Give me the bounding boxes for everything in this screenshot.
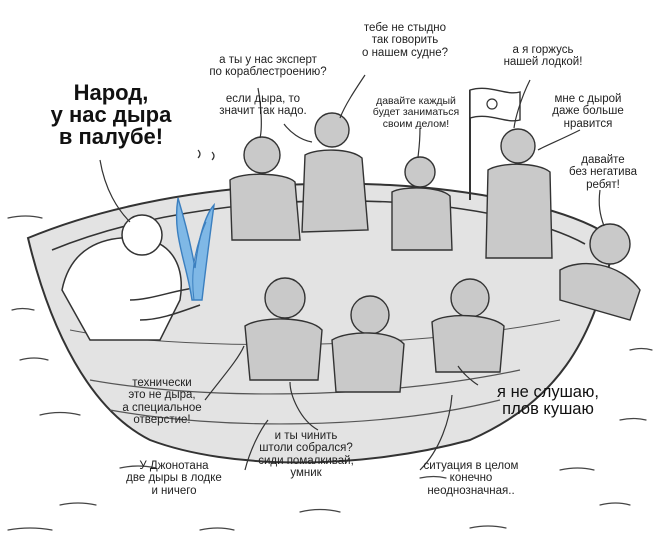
caption-proud: а я горжусь нашей лодкой! [503,44,583,69]
caption-no-negativity: давайте без негатива ребят! [569,154,637,191]
caption-like-hole: мне с дырой даже больше нравится [552,93,624,130]
caption-if-hole: если дыра, то значит так надо. [219,93,307,118]
speech-pointers [99,74,605,471]
caption-own-business: давайте каждый будет заниматься своим де… [372,95,460,130]
man-plugging-hole [61,214,201,341]
sea-waves [7,215,653,531]
front-row-people [244,277,505,393]
caption-ambiguous: ситуация в целом конечно неоднозначная.. [423,460,519,497]
caption-expert: а ты у нас эксперт по кораблестроению? [209,54,327,79]
back-row-people [229,112,641,321]
flag-with-boat-emblem-icon [469,87,521,200]
caption-not-hole: технически это не дыра, а специальное от… [122,377,202,427]
caption-fix-it: и ты чинить штоли собрался? сиди помалки… [258,430,354,480]
caption-not-listening: я не слушаю, плов кушаю [497,383,599,419]
caption-jonathan: У Джонотана две дыры в лодке и ничего [126,460,222,497]
water-fountain-icon [175,149,215,301]
caption-shame: тебе не стыдно так говорить о нашем судн… [361,22,449,59]
caption-main-shout: Народ, у нас дыра в палубе! [50,80,172,149]
